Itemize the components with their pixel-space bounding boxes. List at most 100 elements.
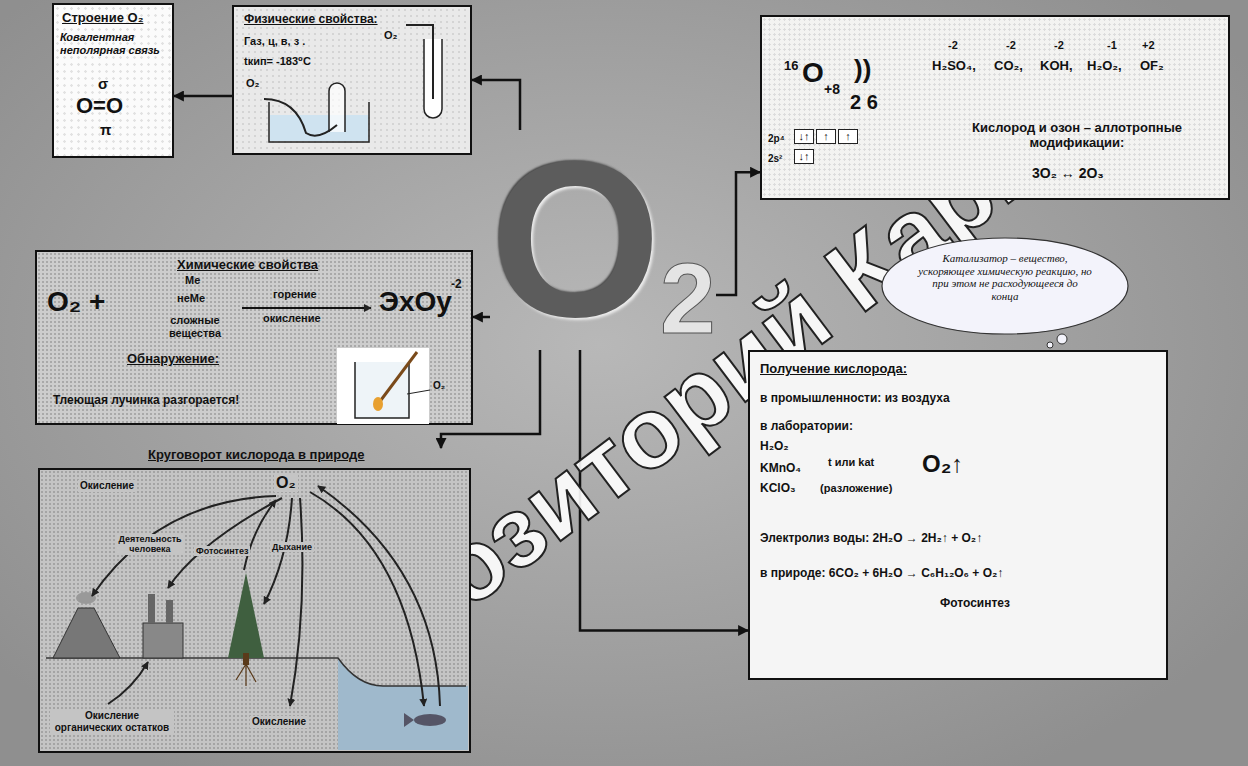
oxygen-cycle-illustration (38, 448, 471, 753)
node-text: KOH, (1040, 59, 1073, 74)
path-shape (236, 664, 256, 686)
node-text: -2 (948, 39, 958, 52)
node-text: неMe (177, 292, 205, 305)
node-text: Электролиз воды: 2H₂O → 2H₂↑ + O₂↑ (760, 532, 982, 546)
node-text: ↑ (838, 129, 858, 144)
node-heading: Химические свойства (177, 258, 318, 273)
node-text: tкип= -183⁰C (244, 55, 311, 68)
path-shape (338, 659, 468, 750)
node-text: Дыхание (270, 542, 314, 552)
node-text: σ (98, 75, 108, 92)
node-text: -2 (451, 278, 462, 292)
node-heading: Строение O₂ (62, 11, 143, 26)
path-shape (244, 500, 276, 570)
node-text: 2 (660, 248, 716, 348)
node-text: Окисление (78, 480, 136, 492)
node-text: Окисление (250, 716, 308, 728)
rect-shape (243, 653, 249, 665)
node-text: Деятельность человека (116, 534, 184, 555)
node-text: 2s² (768, 153, 782, 165)
node-text: сложные вещества (155, 314, 235, 339)
node-text: ↓↑ (794, 129, 814, 144)
line-shape (242, 307, 371, 309)
path-shape (355, 362, 409, 418)
node-text: O₂ + (47, 286, 105, 318)
node-text: ↑ (816, 129, 836, 144)
node-text: O=O (76, 93, 123, 118)
node-text: H₂SO₄, (932, 59, 976, 74)
node-text: +2 (1142, 39, 1155, 52)
node-text: окисление (263, 312, 321, 325)
node-text: 2 6 (850, 91, 878, 114)
node-text: (разложение) (820, 482, 892, 495)
ellipse-shape (414, 714, 446, 726)
node-text: Газ, ц, в, з . (244, 35, 305, 48)
cycle-box: Круговорот кислорода в природеОкислениеД… (38, 448, 471, 753)
path-shape (53, 608, 120, 658)
line-shape (407, 390, 430, 394)
path-shape (404, 713, 414, 727)
connector-arrow (473, 316, 490, 319)
node-text: )) (854, 55, 871, 85)
node-text: O₂ (274, 474, 298, 492)
node-text: KClO₃ (760, 482, 796, 496)
connector-arrow (472, 80, 520, 130)
node-text: +8 (824, 81, 840, 97)
atom-box: 16O+8))2 62p⁴↓↑↑↑2s²↓↑-2H₂SO₄,-2CO₂,-2KO… (760, 15, 1230, 200)
node-text: Кислород и озон – аллотропные модификаци… (932, 121, 1222, 151)
g-shape (92, 486, 440, 706)
node-heading: Получение кислорода: (760, 362, 907, 377)
connector-arrow (174, 95, 232, 98)
node-text: Окисление органических остатков (50, 710, 174, 733)
path-shape (108, 662, 148, 704)
cloud-shape (882, 238, 1128, 334)
node-heading: Круговорот кислорода в природе (148, 448, 365, 463)
ellipse-shape (373, 397, 383, 411)
node-text: KMnO₄ (760, 462, 801, 476)
node-text: CO₂, (994, 59, 1023, 74)
path-shape (92, 496, 276, 596)
node-heading: 16 (784, 59, 798, 74)
physical-box: Физические свойства: Газ, ц, в, з . O₂ tкип… (232, 5, 472, 155)
rect-shape (337, 348, 429, 424)
node-text: π (100, 121, 111, 138)
path-shape (406, 25, 433, 99)
node-text: -1 (1107, 39, 1117, 52)
node-text: O (802, 57, 824, 89)
node-text: Ковалентная неполярная связь (60, 31, 166, 56)
thought-bubble (1047, 342, 1053, 348)
rect-shape (148, 594, 155, 623)
path-shape (264, 99, 337, 136)
node-text: Me (185, 274, 200, 287)
connector-arrow (716, 172, 760, 295)
central-formula: O2 (490, 130, 716, 350)
node-heading: O (490, 130, 661, 350)
node-text: в природе: 6CO₂ + 6H₂O → C₆H₁₂O₆ + O₂↑ (760, 567, 1003, 581)
path-shape (168, 498, 282, 588)
node-text: -2 (1054, 39, 1064, 52)
path-shape (310, 492, 424, 706)
node-text: t или kat (828, 456, 874, 469)
path-shape (318, 486, 440, 706)
node-text: O₂ (384, 29, 397, 42)
node-text: Тлеющая лучинка разгорается! (53, 394, 239, 408)
node-text: 2p⁴ (768, 133, 785, 145)
callout-cloud: Катализатор – вещество, ускоряющее химич… (880, 236, 1130, 336)
thought-bubbles (1047, 334, 1067, 348)
node-text: 3O₂ ↔ 2O₃ (1032, 165, 1104, 181)
node-text: O₂ (433, 380, 445, 392)
node-text: ↓↑ (794, 149, 814, 164)
rect-shape (143, 623, 183, 658)
node-text: -2 (1006, 39, 1016, 52)
thought-bubble (1057, 334, 1067, 344)
node-text: OF₂ (1140, 59, 1164, 74)
node-text: H₂O₂ (760, 440, 789, 454)
node-text: H₂O₂, (1087, 59, 1122, 74)
path-shape (228, 573, 264, 658)
node-heading: Катализатор – вещество, ускоряющее химич… (918, 252, 1092, 303)
gas-collection-illustration (234, 7, 474, 157)
node-text: Фотосинтез (194, 546, 250, 556)
path-shape (329, 83, 345, 132)
path-shape (290, 498, 302, 706)
node-heading: Физические свойства: (244, 13, 378, 27)
